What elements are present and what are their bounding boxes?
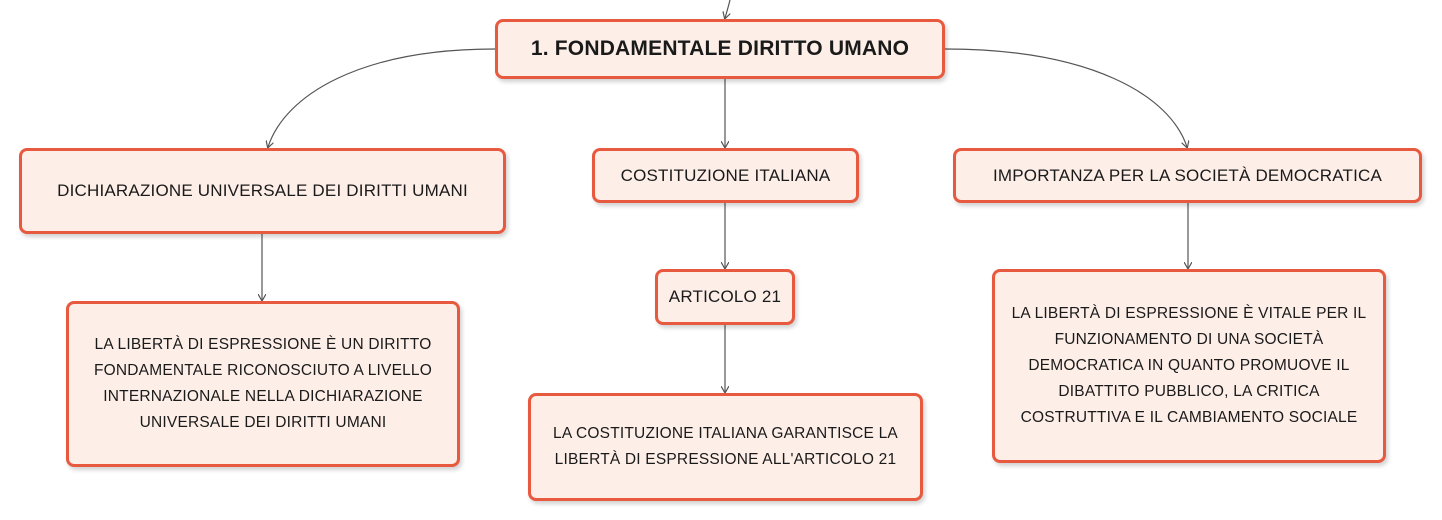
detail-node-costituzione[interactable]: LA COSTITUZIONE ITALIANA GARANTISCE LA L… — [528, 393, 923, 501]
detail-node-importanza[interactable]: LA LIBERTÀ DI ESPRESSIONE È VITALE PER I… — [992, 269, 1386, 463]
connector-root-to-left-topic — [268, 48, 496, 147]
detail-node-dichiarazione-text: LA LIBERTÀ DI ESPRESSIONE È UN DIRITTO F… — [93, 336, 433, 431]
root-node-label: 1. FONDAMENTALE DIRITTO UMANO — [530, 37, 910, 60]
topic-node-importanza[interactable]: IMPORTANZA PER LA SOCIETÀ DEMOCRATICA — [953, 148, 1422, 203]
topic-node-costituzione[interactable]: COSTITUZIONE ITALIANA — [592, 148, 859, 203]
connector-parent-to-root — [725, 0, 731, 18]
root-node[interactable]: 1. FONDAMENTALE DIRITTO UMANO — [495, 19, 945, 79]
detail-node-dichiarazione[interactable]: LA LIBERTÀ DI ESPRESSIONE È UN DIRITTO F… — [66, 301, 460, 467]
detail-node-costituzione-text: LA COSTITUZIONE ITALIANA GARANTISCE LA L… — [553, 425, 898, 468]
topic-node-costituzione-label: COSTITUZIONE ITALIANA — [620, 165, 831, 185]
connector-root-to-right-topic — [944, 48, 1187, 147]
subtopic-node-articolo-21-label: ARTICOLO 21 — [668, 287, 782, 306]
topic-node-dichiarazione-label: DICHIARAZIONE UNIVERSALE DEI DIRITTI UMA… — [57, 181, 468, 200]
topic-node-dichiarazione[interactable]: DICHIARAZIONE UNIVERSALE DEI DIRITTI UMA… — [19, 148, 506, 234]
subtopic-node-articolo-21[interactable]: ARTICOLO 21 — [655, 269, 795, 325]
topic-node-importanza-label: IMPORTANZA PER LA SOCIETÀ DEMOCRATICA — [992, 165, 1383, 185]
detail-node-importanza-text: LA LIBERTÀ DI ESPRESSIONE È VITALE PER I… — [1011, 305, 1367, 426]
